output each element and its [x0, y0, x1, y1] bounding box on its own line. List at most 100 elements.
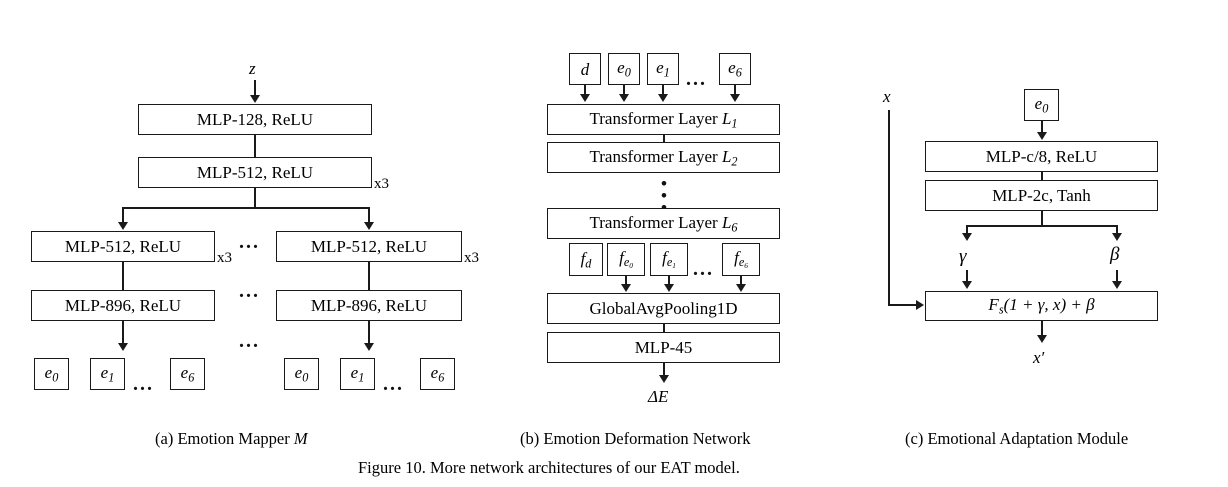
panel-a-right-out-line: [368, 321, 370, 345]
panel-b-input-d: d: [569, 53, 601, 85]
panel-b-input-e6-line: [734, 85, 736, 96]
panel-c-block-mlp-c8-label: MLP-c/8, ReLU: [985, 147, 1098, 166]
panel-c-fork-right-drop: [1116, 225, 1118, 235]
panel-a-caption-letter: (a): [155, 429, 174, 448]
panel-a-right-output-ellipsis: ...: [383, 373, 404, 395]
panel-b-block-mlp45-label: MLP-45: [634, 338, 693, 357]
panel-c-block-mlp-2c-label: MLP-2c, Tanh: [992, 186, 1091, 205]
panel-b-feature-fe6-label: fe6: [734, 248, 748, 271]
panel-b-feature-fd: fd: [569, 243, 603, 276]
panel-a-left-block-mlp512-label: MLP-512, ReLU: [64, 237, 182, 256]
panel-a-left-output-e0: e0: [34, 358, 69, 390]
panel-c-skip-vertical-line: [888, 110, 890, 305]
panel-b-input-e6-label: e6: [728, 58, 742, 80]
panel-b-input-e1-line: [662, 85, 664, 96]
panel-c-block-mlp-2c: MLP-2c, Tanh: [925, 180, 1158, 211]
panel-c-fork-bar: [966, 225, 1117, 227]
panel-a-caption-symbol: M: [293, 429, 308, 448]
panel-b-pool-mlp-connector: [663, 324, 665, 332]
panel-a-right-output-e1: e1: [340, 358, 375, 390]
panel-a-block-mlp512-repeat: x3: [374, 176, 389, 192]
panel-a-block-mlp512-label: MLP-512, ReLU: [196, 163, 314, 182]
panel-c-input-arrowhead: [1037, 132, 1047, 140]
panel-b-layer-vertical-ellipsis: •••: [661, 174, 667, 216]
panel-c-fork-left-drop: [966, 225, 968, 235]
panel-a-right-output-e0: e0: [284, 358, 319, 390]
panel-a-fork-right-drop: [368, 207, 370, 224]
panel-c-block-fusion: Fs(1 + γ, x) + β: [925, 291, 1158, 321]
panel-b-input-e6: e6: [719, 53, 751, 85]
panel-c-beta-line: [1116, 270, 1118, 283]
panel-c-block-mlp-c8: MLP-c/8, ReLU: [925, 141, 1158, 172]
panel-a-fork-bar: [122, 207, 370, 209]
panel-a-right-block-mlp896: MLP-896, ReLU: [276, 290, 462, 321]
panel-b-output-label: ΔE: [648, 387, 669, 406]
panel-b-input-e0: e0: [608, 53, 640, 85]
panel-b-output-arrowhead: [659, 375, 669, 383]
panel-a-fork-left-drop: [122, 207, 124, 224]
panel-b-block-globalavgpooling: GlobalAvgPooling1D: [547, 293, 780, 324]
panel-a-block-mlp128: MLP-128, ReLU: [138, 104, 372, 135]
panel-c-input-line: [1041, 121, 1043, 133]
panel-c-skip-arrowhead: [916, 300, 924, 310]
panel-a-caption-title: Emotion Mapper: [177, 429, 290, 448]
panel-b-transformer-layer-2-label: Transformer Layer L2: [589, 146, 738, 169]
panel-b-input-e6-arrowhead: [730, 94, 740, 102]
panel-a-left-output-e6-label: e6: [180, 363, 195, 385]
panel-b-transformer-layer-1: Transformer Layer L1: [547, 104, 780, 135]
panel-b-block-globalavgpooling-label: GlobalAvgPooling1D: [589, 299, 738, 318]
panel-b-input-e1-label: e1: [656, 58, 670, 80]
panel-a-left-out-arrowhead: [118, 343, 128, 351]
panel-a-left-out-line: [122, 321, 124, 345]
panel-b-feature-fe1-label: fe1: [662, 248, 676, 271]
panel-a-left-output-e1-label: e1: [100, 363, 115, 385]
panel-a-left-output-e1: e1: [90, 358, 125, 390]
panel-c-input-e0: e0: [1024, 89, 1059, 121]
panel-c-input-e0-label: e0: [1034, 94, 1049, 116]
panel-b-input-e1: e1: [647, 53, 679, 85]
panel-a-middle-ellipsis-bottom: ...: [239, 330, 260, 352]
panel-a-input-label: z: [249, 59, 256, 78]
panel-a-block-mlp128-label: MLP-128, ReLU: [196, 110, 314, 129]
panel-c-fork-stem: [1041, 211, 1043, 226]
panel-c-output-line: [1041, 321, 1043, 337]
panel-a-right-block-mlp512: MLP-512, ReLU: [276, 231, 462, 262]
panel-b-block-mlp45: MLP-45: [547, 332, 780, 363]
panel-a-left-block-mlp896: MLP-896, ReLU: [31, 290, 215, 321]
panel-a-fork-left-arrowhead: [118, 222, 128, 230]
panel-b-feature-ellipsis: ...: [693, 258, 714, 280]
panel-a-right-block-mlp896-label: MLP-896, ReLU: [310, 296, 428, 315]
panel-b-caption: (b) Emotion Deformation Network: [520, 429, 751, 449]
panel-a-fork-stem: [254, 188, 256, 208]
panel-b-feature-fe6-line: [740, 276, 742, 286]
panel-b-layer-connector-1: [663, 135, 665, 143]
panel-b-feature-fe0-line: [625, 276, 627, 286]
panel-b-caption-letter: (b): [520, 429, 540, 448]
panel-a-right-out-arrowhead: [364, 343, 374, 351]
panel-a-left-block-mlp512-repeat: x3: [217, 250, 232, 266]
panel-b-transformer-layer-1-label: Transformer Layer L1: [589, 108, 738, 131]
panel-a-right-block-mlp512-label: MLP-512, ReLU: [310, 237, 428, 256]
panel-a-left-output-ellipsis: ...: [133, 373, 154, 395]
panel-a-right-connector: [368, 262, 370, 290]
panel-b-caption-title: Emotion Deformation Network: [543, 429, 751, 448]
panel-c-block-fusion-label: Fs(1 + γ, x) + β: [988, 295, 1095, 317]
panel-b-input-d-arrowhead: [580, 94, 590, 102]
panel-b-feature-fe1-line: [668, 276, 670, 286]
figure-caption: Figure 10. More network architectures of…: [358, 458, 740, 477]
panel-a-block-mlp512: MLP-512, ReLU: [138, 157, 372, 188]
panel-a-left-output-e0-label: e0: [44, 363, 59, 385]
panel-c-output-arrowhead: [1037, 335, 1047, 343]
panel-c-beta-label: β: [1110, 244, 1120, 265]
panel-b-feature-fe6-arrowhead: [736, 284, 746, 292]
panel-c-gamma-label: γ: [959, 246, 967, 267]
panel-b-transformer-layer-6-label: Transformer Layer L6: [589, 212, 738, 235]
panel-a-right-output-e6: e6: [420, 358, 455, 390]
panel-a-input-line: [254, 80, 256, 96]
panel-b-feature-fe1-arrowhead: [664, 284, 674, 292]
panel-a-fork-right-arrowhead: [364, 222, 374, 230]
panel-c-skip-input-label: x: [883, 87, 891, 106]
panel-c-skip-horizontal-line: [888, 304, 917, 306]
panel-a-right-block-mlp512-repeat: x3: [464, 250, 479, 266]
